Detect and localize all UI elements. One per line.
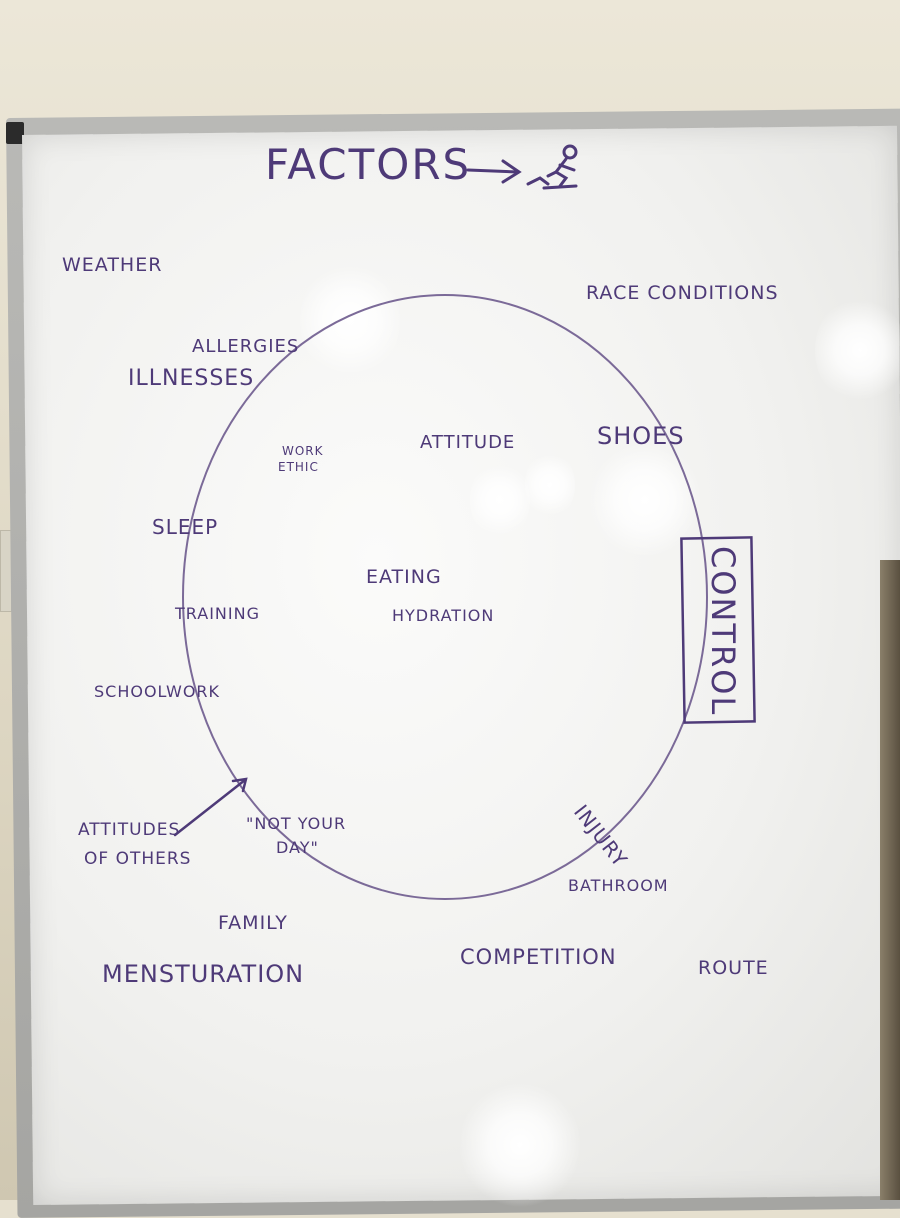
label-family: FAMILY xyxy=(218,912,288,934)
background-furniture xyxy=(880,560,900,1200)
label-control: CONTROL xyxy=(704,546,742,717)
runner-icon xyxy=(526,144,578,190)
label-allergies: ALLERGIES xyxy=(192,336,300,357)
label-illnesses: ILLNESSES xyxy=(128,366,255,391)
label-not-your-day-2: DAY" xyxy=(276,838,319,857)
label-competition: COMPETITION xyxy=(460,945,617,969)
board-title: FACTORS xyxy=(265,140,472,189)
label-shoes: SHOES xyxy=(597,422,685,450)
label-weather: WEATHER xyxy=(62,254,163,276)
control-circle xyxy=(182,294,708,900)
label-attitude: ATTITUDE xyxy=(420,432,516,453)
frame-corner-cap xyxy=(6,122,24,144)
glare-spot xyxy=(460,1080,580,1210)
label-attitudes-of-others-2: OF OTHERS xyxy=(84,849,192,869)
control-box xyxy=(680,536,756,724)
label-bathroom: BATHROOM xyxy=(568,876,669,895)
label-attitudes-of-others-1: ATTITUDES xyxy=(78,820,181,840)
pointer-arrow-icon xyxy=(173,777,248,837)
label-not-your-day-1: "NOT YOUR xyxy=(246,814,347,833)
label-hydration: HYDRATION xyxy=(392,606,495,625)
label-sleep: SLEEP xyxy=(152,515,219,539)
glare-spot xyxy=(525,450,575,520)
label-schoolwork: SCHOOLWORK xyxy=(94,682,221,701)
right-arrow-icon xyxy=(466,159,522,184)
label-mensturation: MENSTURATION xyxy=(102,960,305,988)
label-route: ROUTE xyxy=(698,957,769,979)
glare-spot xyxy=(470,460,530,540)
glare-spot xyxy=(815,295,900,405)
label-eating: EATING xyxy=(366,566,442,588)
label-work-ethic-2: ETHIC xyxy=(278,460,319,474)
label-race-conditions: RACE CONDITIONS xyxy=(586,282,779,304)
label-training: TRAINING xyxy=(175,604,260,623)
label-work-ethic-1: WORK xyxy=(282,444,324,458)
glare-spot xyxy=(300,260,400,380)
